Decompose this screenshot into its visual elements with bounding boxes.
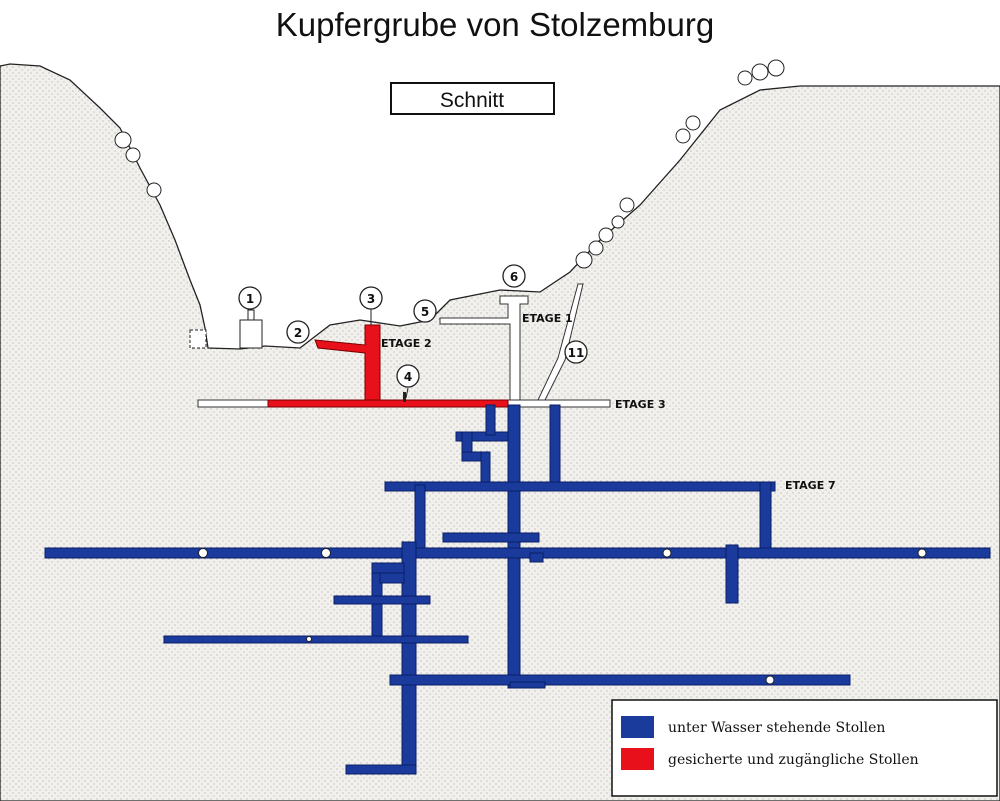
diagram-title: Kupfergrube von Stolzemburg <box>276 6 714 43</box>
label-etage-2: ETAGE 2 <box>381 337 432 350</box>
marker-6: 6 <box>502 264 526 288</box>
etage3-gallery <box>267 399 509 408</box>
marker-2: 2 <box>286 320 310 344</box>
legend-swatch-secured <box>621 748 654 770</box>
svg-text:1: 1 <box>246 292 254 306</box>
svg-text:3: 3 <box>367 292 375 306</box>
marker-1: 1 <box>238 286 262 310</box>
flooded-tunnels <box>44 404 991 775</box>
trees-right <box>575 59 785 269</box>
marker-5: 5 <box>413 299 437 323</box>
legend: unter Wasser stehende Stollen gesicherte… <box>611 699 998 797</box>
marker-3: 3 <box>359 286 383 325</box>
building-outline <box>189 329 207 349</box>
legend-label-water: unter Wasser stehende Stollen <box>668 720 885 736</box>
shaft-marker-4 <box>403 392 406 402</box>
legend-swatch-water <box>621 716 654 738</box>
entrance-structure-1 <box>239 309 263 349</box>
subtitle-box <box>390 82 555 115</box>
svg-text:5: 5 <box>421 305 429 319</box>
legend-label-secured: gesicherte und zugängliche Stollen <box>668 752 919 768</box>
svg-text:6: 6 <box>510 270 518 284</box>
label-etage-7: ETAGE 7 <box>785 479 836 492</box>
svg-text:11: 11 <box>568 346 585 360</box>
svg-text:2: 2 <box>294 326 302 340</box>
trees-left <box>114 131 162 198</box>
marker-11: 11 <box>564 340 588 364</box>
svg-text:4: 4 <box>404 370 412 384</box>
survey-points <box>198 548 927 685</box>
subtitle: Schnitt <box>440 89 504 112</box>
label-etage-3: ETAGE 3 <box>615 398 666 411</box>
label-etage-1: ETAGE 1 <box>522 312 573 325</box>
marker-4: 4 <box>396 364 420 399</box>
secured-tunnels <box>267 324 509 408</box>
